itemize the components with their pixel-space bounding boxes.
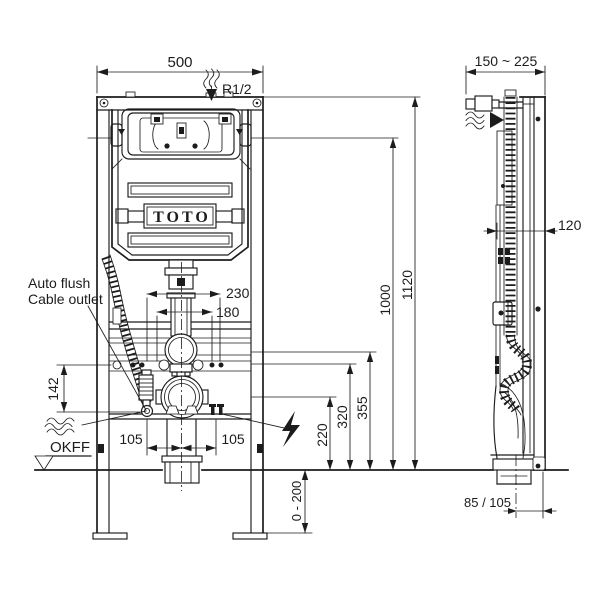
dim-1000: 1000	[377, 137, 397, 471]
water-inlet-icon	[203, 68, 220, 89]
dim-105-right-label: 105	[221, 431, 245, 447]
dim-500-label: 500	[167, 54, 192, 71]
dim-drain-wall-label: 85 / 105	[464, 495, 511, 510]
dim-230-label: 230	[226, 285, 250, 301]
bowl-profile	[490, 382, 546, 485]
toto-logo-plate	[143, 203, 217, 229]
plate-ear-left	[110, 123, 123, 147]
flush-bend-opening	[164, 333, 198, 377]
toto-logo: TOTO	[153, 209, 211, 226]
dim-drain-wall: 85 / 105	[464, 455, 557, 519]
dim-220-label: 220	[314, 423, 330, 447]
cable-holder	[112, 307, 122, 325]
dim-320: 320	[334, 363, 354, 471]
marker-arrow-icon	[118, 129, 125, 135]
dim-355: 355	[354, 351, 374, 471]
auto-flush-note: Auto flush Cable outlet	[28, 275, 147, 411]
marker-arrow-icon	[236, 129, 243, 135]
water-flow-icon	[44, 410, 147, 436]
flush-pipe	[164, 259, 198, 337]
dim-220: 220	[314, 396, 334, 471]
dim-1120: 1120	[399, 96, 419, 471]
corrugated-hose-side	[498, 96, 533, 416]
dim-500: 500	[96, 54, 264, 94]
water-supply-icon	[465, 111, 504, 130]
floor-datum-label: OKFF	[50, 439, 90, 456]
side-view	[465, 89, 546, 485]
right-foot-plate	[232, 532, 268, 540]
dim-depth-range-label: 150 ~ 225	[475, 53, 538, 69]
dim-1000-label: 1000	[377, 284, 393, 315]
dim-355-label: 355	[354, 396, 370, 420]
dim-105-right: 105	[181, 419, 245, 456]
left-foot-plate	[92, 532, 128, 540]
inlet-label: R1/2	[222, 81, 252, 97]
water-inlet-callout: R1/2	[203, 68, 252, 101]
floor-datum: OKFF	[34, 439, 92, 471]
dim-105-left: 105	[119, 419, 182, 456]
note-line1: Auto flush	[28, 275, 90, 291]
dim-320-label: 320	[334, 405, 350, 429]
cistern-face: TOTO	[115, 182, 245, 248]
front-view: TOTO	[92, 91, 268, 540]
auto-flush-unit	[138, 369, 154, 418]
dim-105-left-label: 105	[119, 431, 143, 447]
lightning-icon	[282, 411, 300, 447]
fixing-hole-row	[112, 359, 224, 371]
dim-120-label: 120	[558, 217, 582, 233]
dim-leg-adjust-label: 0 - 200	[289, 481, 304, 521]
dim-142: 142	[45, 364, 141, 413]
dimensions: 500 R1/2 230	[28, 53, 582, 534]
wc-fixing-bolts	[209, 404, 224, 415]
dim-120: 120	[483, 217, 582, 240]
dim-180-label: 180	[216, 304, 240, 320]
datum-triangle-icon	[34, 455, 54, 471]
side-frame	[519, 96, 546, 471]
plate-ear-right	[239, 123, 252, 147]
dim-142-label: 142	[45, 377, 61, 401]
stop-valve	[465, 89, 524, 112]
dim-180: 180	[156, 304, 240, 362]
drain-socket	[161, 419, 203, 484]
inlet-arrow-icon	[206, 89, 217, 101]
dim-1120-label: 1120	[399, 270, 415, 300]
dim-230: 230	[146, 285, 250, 362]
actuator-plate-opening	[110, 108, 252, 160]
dim-leg-adjust: 0 - 200	[239, 469, 313, 534]
power-connection	[221, 411, 300, 447]
flow-arrow-icon	[490, 112, 504, 128]
drain-opening	[155, 375, 209, 419]
cable-outlet-port	[140, 404, 154, 418]
dim-depth-range: 150 ~ 225	[465, 53, 546, 96]
note-line2: Cable outlet	[28, 291, 103, 307]
